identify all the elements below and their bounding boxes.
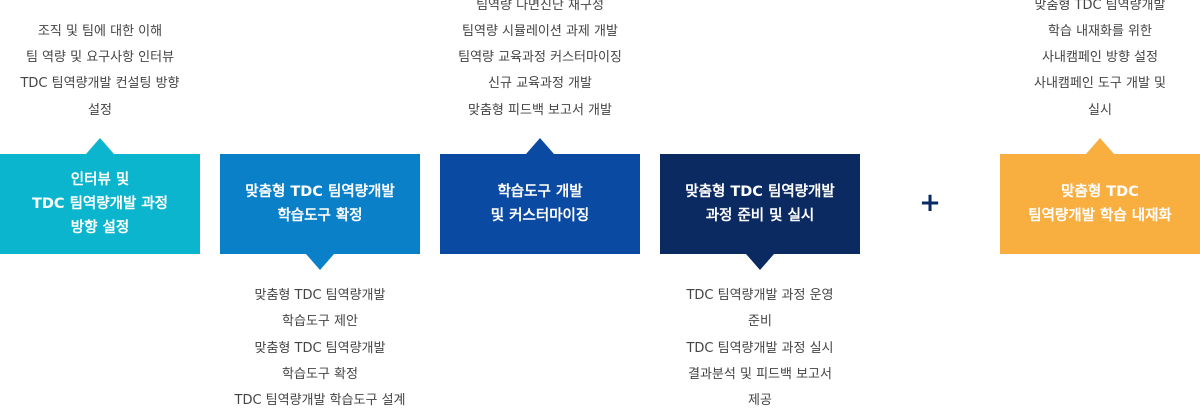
detail-line: 학습도구 확정 <box>282 366 358 382</box>
step-title: 인터뷰 및 TDC 팀역량개발 과정 방향 설정 <box>31 172 169 236</box>
step-box: 맞춤형 TDC 팀역량개발 학습도구 확정 <box>220 154 420 254</box>
step-title: 학습도구 개발 및 커스터마이징 <box>490 184 590 224</box>
step-title: 맞춤형 TDC 팀역량개발 학습 내재화 <box>1028 184 1172 224</box>
detail-line: TDC 팀역량개발 컨설팅 방향 <box>20 76 180 92</box>
detail-line: 맞춤형 TDC 팀역량개발 <box>1034 0 1166 13</box>
detail-line: 제공 <box>748 393 772 409</box>
step-box: 맞춤형 TDC 팀역량개발 과정 준비 및 실시 <box>660 154 860 254</box>
detail-line: 설정 <box>88 102 112 118</box>
step-box: 학습도구 개발 및 커스터마이징 <box>440 154 640 254</box>
plus-icon: + <box>919 188 941 218</box>
detail-line: 맞춤형 피드백 보고서 개발 <box>468 102 612 118</box>
detail-line: 학습 내재화를 위한 <box>1048 23 1152 39</box>
detail-line: 팀역량 시뮬레이션 과제 개발 <box>462 23 618 39</box>
detail-line: 조직 및 팀에 대한 이해 <box>37 23 163 39</box>
detail-line: TDC 팀역량개발 과정 실시 <box>686 340 834 356</box>
detail-line: 맞춤형 TDC 팀역량개발 <box>254 340 386 356</box>
step-title: 맞춤형 TDC 팀역량개발 학습도구 확정 <box>245 184 395 224</box>
detail-line: TDC 팀역량개발 과정 운영 <box>686 288 834 303</box>
step-box: 맞춤형 TDC 팀역량개발 학습 내재화 <box>1000 154 1200 254</box>
detail-line: 팀역량 다면진단 재구성 <box>476 0 604 13</box>
arrow-down-icon <box>306 254 334 270</box>
detail-line: 준비 <box>748 314 772 330</box>
arrow-down-icon <box>746 254 774 270</box>
detail-line: 팀 역량 및 요구사항 인터뷰 <box>25 50 175 66</box>
step-title: 맞춤형 TDC 팀역량개발 과정 준비 및 실시 <box>685 184 835 224</box>
arrow-up-icon <box>526 138 554 154</box>
detail-line: 사내캠페인 방향 설정 <box>1042 50 1158 66</box>
detail-line: TDC 팀역량개발 학습도구 설계 <box>234 393 406 409</box>
detail-line: 사내캠페인 도구 개발 및 <box>1034 76 1166 92</box>
detail-line: 맞춤형 TDC 팀역량개발 <box>254 288 386 303</box>
arrow-up-icon <box>86 138 114 154</box>
detail-line: 팀역량 교육과정 커스터마이징 <box>458 50 622 66</box>
arrow-up-icon <box>1086 138 1114 154</box>
detail-line: 결과분석 및 피드백 보고서 <box>688 366 832 382</box>
detail-line: 학습도구 제안 <box>282 314 358 330</box>
detail-line: 실시 <box>1088 102 1112 118</box>
detail-line: 신규 교육과정 개발 <box>488 76 592 92</box>
step-box: 인터뷰 및 TDC 팀역량개발 과정 방향 설정 <box>0 154 200 254</box>
